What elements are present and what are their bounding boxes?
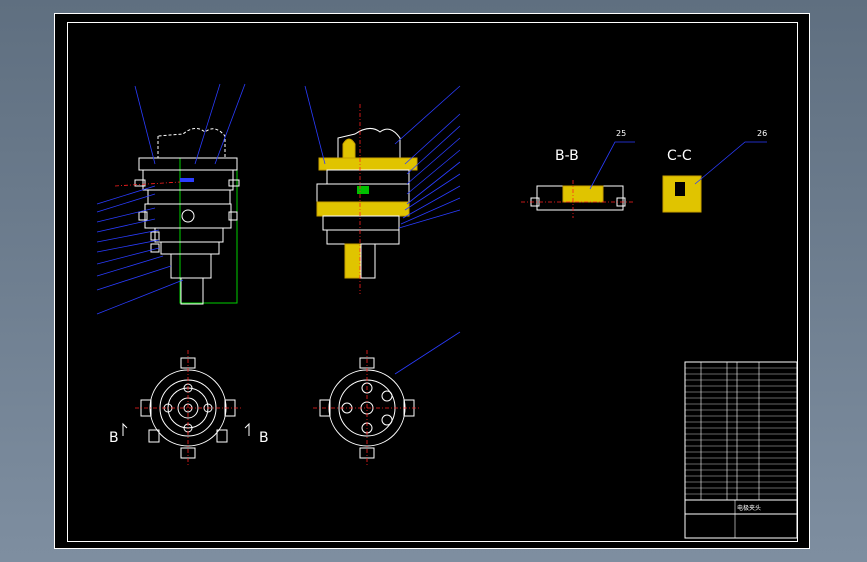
section-cc-view: C-C 26 [662, 129, 767, 213]
section-cc-title: C-C [667, 148, 692, 164]
plan-view-right [313, 331, 461, 466]
section-elevation-view [304, 85, 461, 294]
drawing-frame [67, 22, 798, 542]
section-bb-view: B-B 25 [521, 129, 635, 218]
title-block: 电极夹头 [684, 361, 798, 539]
plan-view-left: B B [109, 350, 269, 466]
cad-drawing: B-B 25 C-C 26 [96, 83, 798, 539]
section-cc-callout: 26 [757, 129, 767, 138]
drawing-sheet: B-B 25 C-C 26 [54, 13, 810, 549]
section-bb-title: B-B [555, 148, 579, 164]
view-marker-left: B [109, 430, 119, 446]
view-marker-right: B [259, 430, 269, 446]
front-elevation-view [96, 83, 246, 315]
section-bb-callout: 25 [616, 129, 626, 138]
drawing-name: 电极夹头 [737, 504, 761, 512]
